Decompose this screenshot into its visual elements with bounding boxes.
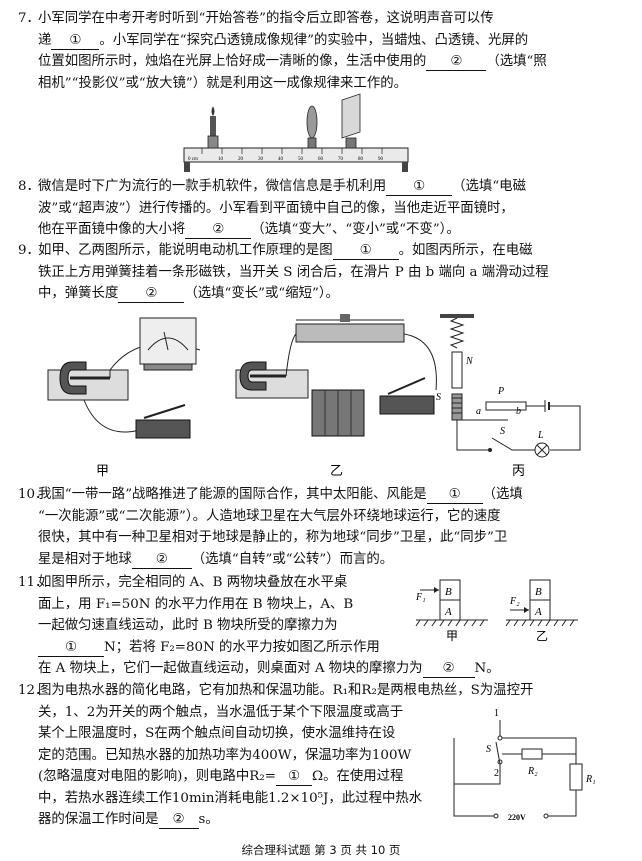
force-f2-label: F₂ <box>509 596 520 607</box>
ruler-tick: 40 <box>278 157 284 162</box>
question-11: 11．如图甲所示，完全相同的 A、B 两物块叠放在水平桌 面上，用 F₁=50N… <box>18 572 624 680</box>
ruler-tick: 90 <box>378 157 384 162</box>
answer-blank[interactable]: ① <box>386 179 453 196</box>
ruler-tick: 10 <box>218 157 224 162</box>
optical-bench-figure: 0 cm 10 20 30 40 50 60 70 80 90 <box>183 93 409 172</box>
block-a-label: A <box>534 606 542 618</box>
figure-label-yi: 乙 <box>536 629 548 643</box>
terminal-a-label: a <box>476 406 481 417</box>
battery-icon <box>311 389 365 437</box>
motor-experiment-figures: 甲 乙 N S P a b <box>47 314 581 478</box>
answer-blank[interactable]: ① <box>332 243 399 260</box>
figure-jia: 甲 <box>47 317 201 478</box>
voltage-label: 220V <box>508 813 526 822</box>
bench-unit-label: 0 cm <box>188 157 198 162</box>
terminal-b-label: b <box>516 406 521 417</box>
question-number: 12． <box>18 683 49 698</box>
answer-blank[interactable]: ② <box>158 812 199 829</box>
answer-blank[interactable]: ① <box>426 487 483 504</box>
figure-bing: N S P a b L S 丙 <box>436 314 581 478</box>
force-f1-label: F₁ <box>415 592 426 603</box>
answer-blank[interactable]: ② <box>422 661 475 678</box>
ruler-tick: 30 <box>258 157 264 162</box>
u-magnet-icon <box>239 361 267 391</box>
answer-blank[interactable]: ② <box>118 286 185 303</box>
ruler-tick: 80 <box>358 157 364 162</box>
question-number: 7． <box>18 11 40 26</box>
figure-jia: B A F₁ 甲 <box>415 579 488 643</box>
resistor-r2-icon <box>521 748 543 760</box>
figure-label-jia: 甲 <box>96 463 109 478</box>
figure-label-yi: 乙 <box>330 463 343 478</box>
switch-icon <box>135 419 191 439</box>
convex-lens-icon <box>306 105 318 149</box>
bar-magnet-icon <box>451 351 463 389</box>
resistor-r2-label: R₂ <box>527 766 538 777</box>
lamp-l-label: L <box>537 430 544 441</box>
magnet-s-label: S <box>436 392 441 403</box>
figure-yi: 乙 <box>235 314 437 478</box>
switch-s-label: S <box>486 744 491 755</box>
rheostat-icon <box>295 323 405 343</box>
galvanometer-icon <box>139 317 197 365</box>
contact-2-label: 2 <box>494 768 499 779</box>
ruler-tick: 60 <box>318 157 324 162</box>
ruler-tick: 50 <box>298 157 304 162</box>
slider-p-label: P <box>497 386 504 397</box>
resistor-r1-icon <box>569 763 583 791</box>
figure-label-jia: 甲 <box>446 629 458 643</box>
page-footer: 综合理科试题 第 3 页 共 10 页 <box>241 843 401 857</box>
contact-1-label: 1 <box>494 708 499 719</box>
resistor-r1-label: R₁ <box>585 774 596 785</box>
question-12: 12．图为电热水器的简化电路，它有加热和保温功能。R₁和R₂是两根电热丝，S为温… <box>18 680 624 831</box>
figure-label-bing: 丙 <box>512 463 525 478</box>
block-b-label: B <box>535 586 542 598</box>
question-number: 10． <box>18 487 49 502</box>
answer-blank[interactable]: ② <box>426 54 487 71</box>
answer-blank[interactable]: ① <box>51 33 100 50</box>
candle-icon <box>207 106 219 149</box>
light-screen-icon <box>341 93 361 149</box>
block-b-label: B <box>445 586 452 598</box>
u-magnet-icon <box>59 361 87 395</box>
ruler-tick: 20 <box>238 157 244 162</box>
question-number: 11． <box>18 575 49 590</box>
magnet-n-label: N <box>465 356 474 367</box>
switch-s-label: S <box>500 426 505 437</box>
figure-yi: B A F₂ 乙 <box>505 579 578 643</box>
answer-blank[interactable]: ① <box>38 640 104 657</box>
question-number: 8． <box>18 179 40 194</box>
answer-blank[interactable]: ② <box>131 552 192 569</box>
water-heater-circuit: R₁ 1 S 2 R₂ 220V <box>453 708 596 822</box>
question-number: 9． <box>18 243 40 258</box>
stacked-blocks-figure: B A F₁ 甲 B A F₂ 乙 <box>415 579 578 643</box>
switch-icon <box>379 395 435 415</box>
ruler-tick: 70 <box>338 157 344 162</box>
answer-blank[interactable]: ① <box>275 769 312 786</box>
block-a-label: A <box>444 606 452 618</box>
answer-blank[interactable]: ② <box>185 222 252 239</box>
